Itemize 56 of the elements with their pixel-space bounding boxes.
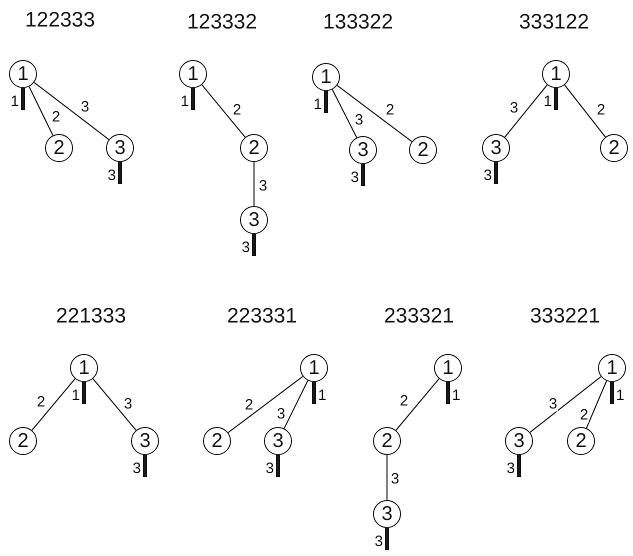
edge-label: 2	[244, 398, 254, 412]
leg-count: 3	[374, 534, 383, 549]
edge-label: 2	[596, 102, 606, 118]
edge-label: 2	[50, 110, 62, 124]
leg-count: 1	[180, 94, 189, 109]
leg-count: 3	[350, 170, 359, 185]
edge-label: 3	[508, 100, 520, 116]
connector-line	[564, 84, 606, 138]
connector-line	[253, 162, 255, 206]
sequence-heading: 223331	[226, 306, 298, 326]
leg-count: 1	[544, 94, 552, 109]
connector-line	[34, 82, 110, 140]
sequence-heading: 122333	[24, 10, 96, 30]
connector-line	[32, 378, 76, 431]
edge-label: 3	[276, 406, 286, 422]
edge-label: 2	[36, 394, 46, 410]
leg-count: 3	[266, 461, 274, 476]
sequence-heading: 233321	[384, 306, 454, 326]
sequence-heading: 333221	[530, 306, 600, 326]
connector-line	[504, 84, 548, 138]
sequence-heading: 123332	[186, 12, 258, 32]
connector-line	[386, 455, 388, 500]
leg-count: 1	[318, 388, 326, 403]
connector-line	[284, 380, 308, 429]
leg-count: 3	[108, 168, 116, 183]
leg-count: 1	[452, 388, 460, 403]
sequence-heading: 221333	[56, 306, 126, 326]
leg-count: 1	[616, 388, 624, 403]
edge-label: 3	[122, 396, 134, 412]
edge-label: 3	[390, 472, 400, 486]
leg-count: 3	[506, 461, 515, 476]
edge-label: 3	[548, 396, 558, 412]
leg-count: 1	[10, 94, 19, 109]
connector-line	[28, 86, 54, 136]
sequence-heading: 333122	[518, 12, 590, 32]
connector-line	[92, 378, 136, 431]
connector-line	[530, 376, 602, 433]
connector-line	[201, 84, 246, 138]
leg-count: 3	[242, 240, 250, 255]
leg-count: 3	[132, 461, 141, 476]
edge-label: 2	[384, 102, 396, 118]
connector-line	[336, 84, 412, 142]
leg-count: 3	[484, 168, 492, 183]
leg-count: 1	[72, 388, 80, 403]
edge-label: 2	[578, 408, 590, 422]
edge-label: 2	[232, 102, 242, 118]
connector-line	[228, 376, 304, 434]
connector-line	[332, 89, 358, 138]
connector-line	[396, 378, 440, 431]
leg-count: 1	[314, 97, 322, 112]
edge-label: 3	[80, 100, 90, 114]
edge-label: 3	[354, 112, 364, 128]
sequence-heading: 133322	[322, 12, 394, 32]
edge-label: 2	[398, 394, 410, 408]
edge-label: 3	[258, 178, 268, 194]
connector-line	[586, 380, 608, 428]
